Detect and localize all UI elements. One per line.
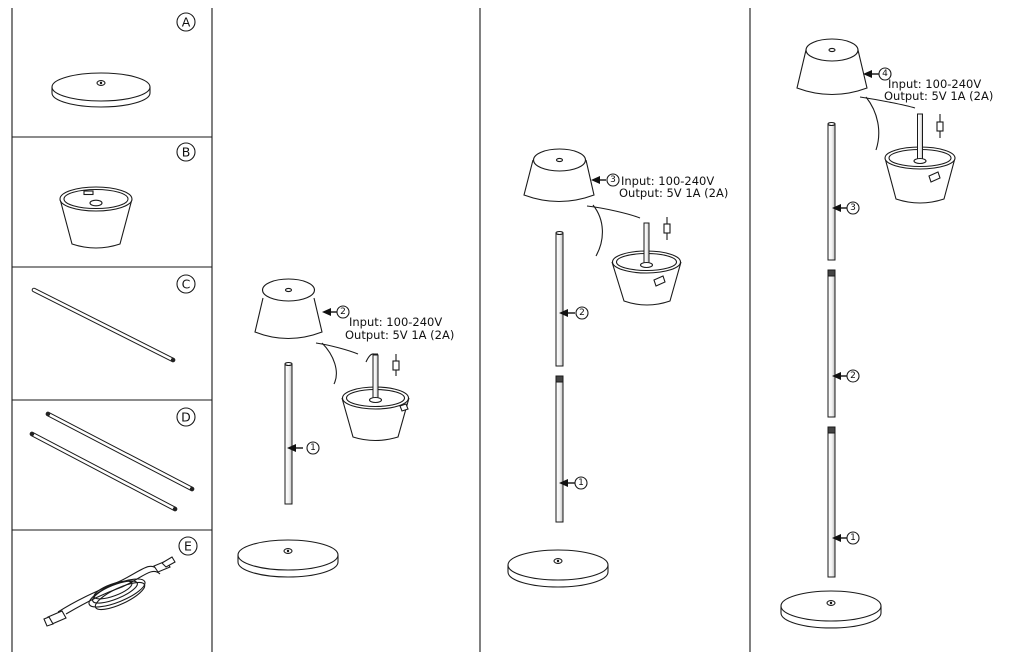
table-head-detail [315, 342, 410, 442]
step3-label-mid: 3 [610, 175, 616, 185]
part-e-label: E [184, 539, 192, 554]
frame [11, 8, 751, 652]
part-b-cell: B [59, 142, 196, 249]
step2-marker-tall: 2 [832, 369, 860, 383]
base-disc-icon [51, 72, 151, 108]
panel-mid-floor-lamp: 1 2 3 Input: 100-240V Output: 5V 1A (2A) [507, 148, 728, 588]
spec-output-tall: Output: 5V 1A (2A) [884, 89, 993, 103]
part-d-badge: D [176, 407, 196, 427]
step1-label-table: 1 [310, 443, 316, 453]
tall-head-detail [859, 96, 956, 204]
mid-rod-upper [555, 230, 564, 367]
step2-label-mid: 2 [579, 308, 585, 318]
step3-marker-tall: 3 [832, 201, 860, 215]
part-c-cell: C [31, 274, 196, 363]
spec-output-table: Output: 5V 1A (2A) [345, 328, 454, 342]
usb-cable-icon [43, 556, 176, 627]
part-d-cell: D [29, 407, 196, 512]
table-rod [284, 361, 293, 505]
step2-label-tall: 2 [850, 371, 856, 381]
spec-input-mid: Input: 100-240V [621, 174, 714, 188]
step2-label-table: 2 [340, 307, 346, 317]
step2-marker-mid: 2 [559, 306, 589, 320]
step1-label-mid: 1 [578, 478, 584, 488]
battery-head-icon [59, 186, 133, 249]
spec-input-tall: Input: 100-240V [888, 77, 981, 91]
tall-shade [796, 38, 868, 95]
part-e-cell: E [43, 536, 198, 627]
panel-table-lamp: 1 2 Input: 100-240V Output: 5V 1A (2A) [237, 278, 454, 578]
table-shade [254, 278, 323, 339]
panel-tall-floor-lamp: 1 2 3 4 Input: 100-240V Output: 5V 1A (2… [780, 38, 993, 629]
rod-pair-icon [29, 411, 195, 512]
table-base [237, 539, 339, 578]
step1-marker-mid: 1 [559, 476, 588, 490]
part-b-label: B [182, 145, 191, 160]
tall-base [780, 590, 882, 629]
mid-rod-lower [555, 375, 564, 523]
tall-rod-1 [827, 426, 836, 578]
step4-label-tall: 4 [882, 69, 888, 79]
rod-icon [31, 287, 176, 363]
part-b-badge: B [176, 142, 196, 162]
spec-input-table: Input: 100-240V [349, 315, 442, 329]
part-a-cell: A [51, 12, 196, 108]
part-c-label: C [182, 277, 191, 292]
part-a-badge: A [176, 12, 196, 32]
step1-marker-table: 1 [287, 441, 320, 455]
step3-label-tall: 3 [850, 203, 856, 213]
step4-marker-tall: 4 [863, 67, 892, 81]
part-a-label: A [182, 15, 191, 30]
step1-marker-tall: 1 [832, 531, 860, 545]
tall-rod-3 [827, 121, 836, 261]
mid-shade [523, 148, 595, 202]
mid-base [507, 549, 609, 588]
spec-output-mid: Output: 5V 1A (2A) [619, 186, 728, 200]
step3-marker-mid: 3 [591, 173, 620, 187]
step2-marker-table: 2 [322, 305, 350, 319]
step1-label-tall: 1 [850, 533, 856, 543]
mid-head-detail [586, 204, 682, 306]
part-e-badge: E [178, 536, 198, 556]
part-d-label: D [181, 410, 191, 425]
tall-rod-2 [827, 269, 836, 418]
part-c-badge: C [176, 274, 196, 294]
